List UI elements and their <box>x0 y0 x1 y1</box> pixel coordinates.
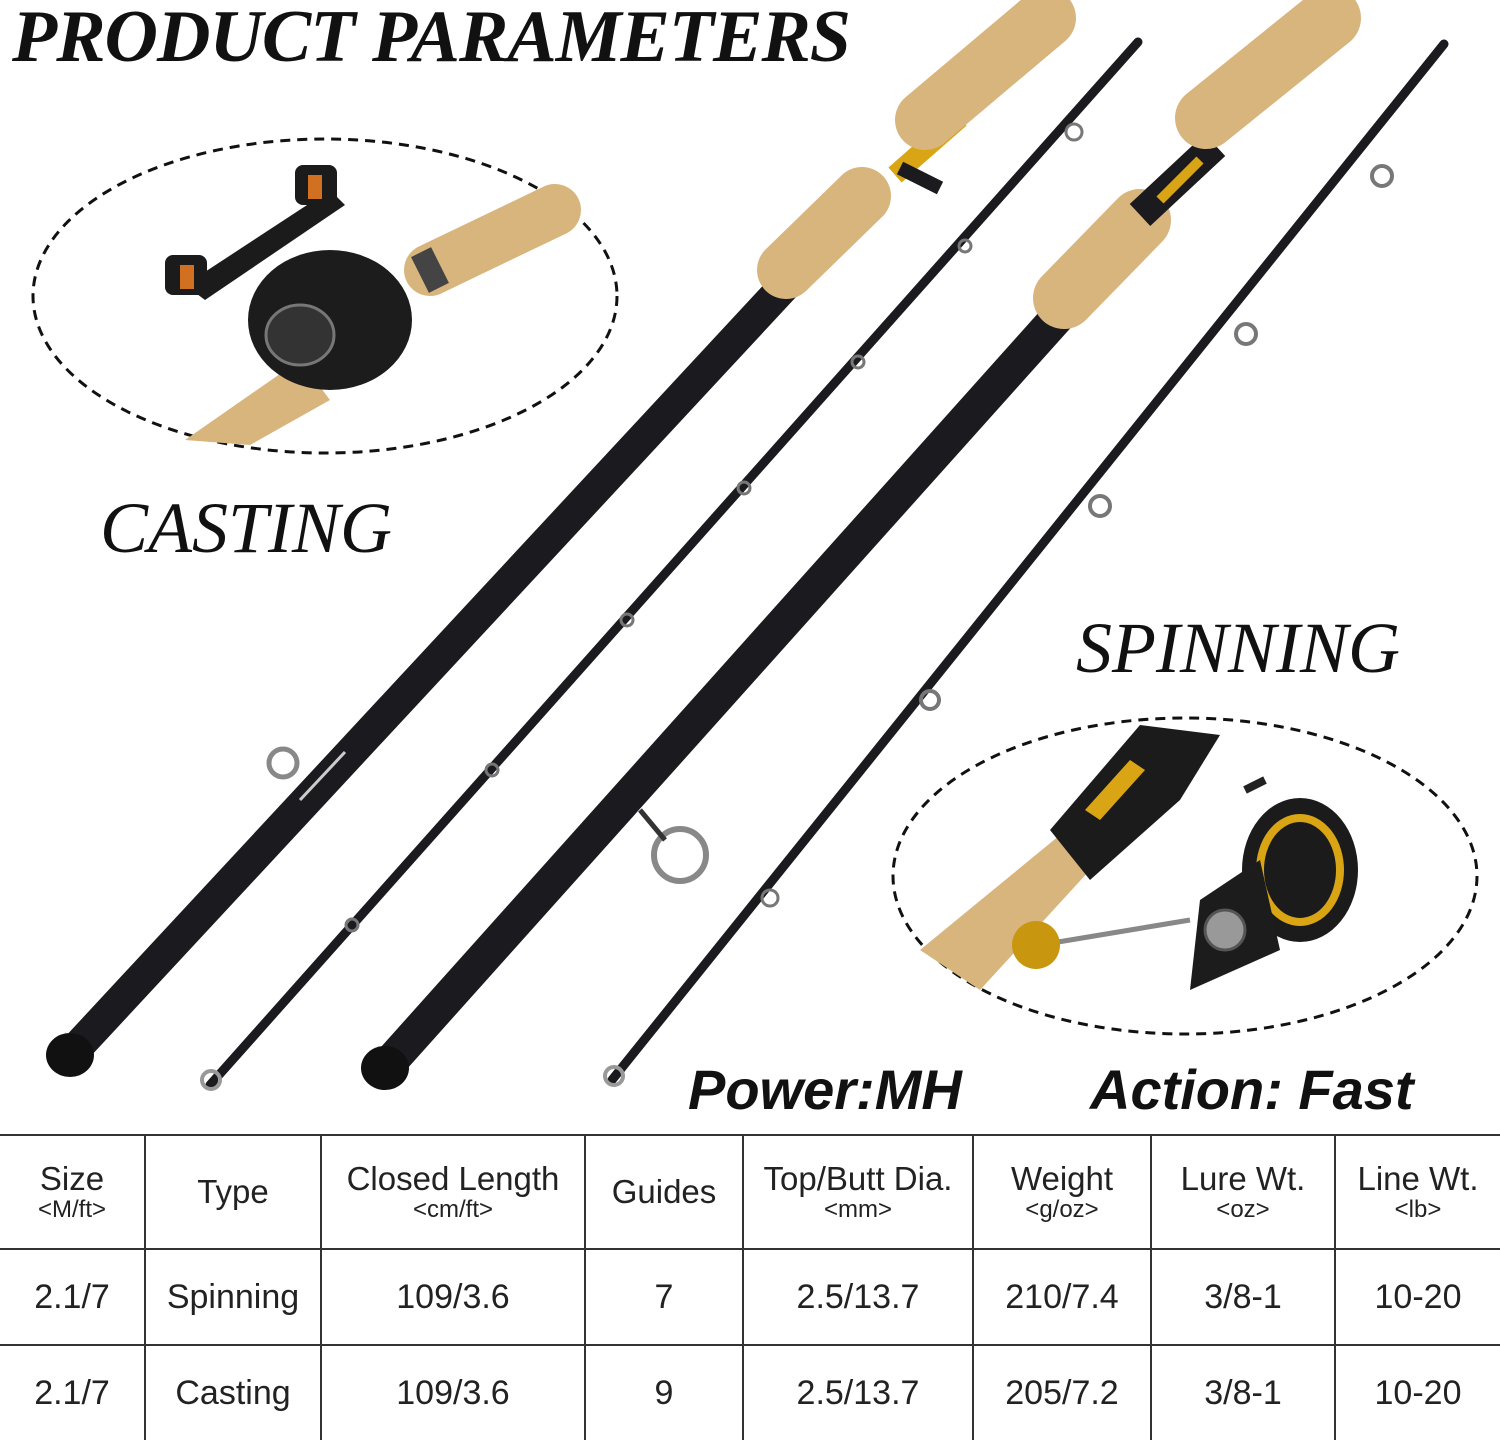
cell-line-wt: 10-20 <box>1334 1248 1500 1346</box>
cell-closed-length: 109/3.6 <box>320 1344 586 1440</box>
header-weight: Weight<g/oz> <box>972 1134 1152 1250</box>
power-label: Power:MH <box>688 1058 962 1121</box>
spinning-rod-tip <box>603 39 1449 1087</box>
casting-label: CASTING <box>100 488 393 568</box>
cell-closed-length: 109/3.6 <box>320 1248 586 1346</box>
cell-type: Casting <box>144 1344 322 1440</box>
product-illustration <box>31 0 1479 1091</box>
cell-lure-wt: 3/8-1 <box>1150 1344 1336 1440</box>
spinning-reel-inset <box>891 716 1479 1036</box>
spec-table: Size<M/ft> Type Closed Length<cm/ft> Gui… <box>0 1134 1500 1440</box>
header-lure-wt: Lure Wt.<oz> <box>1150 1134 1336 1250</box>
spinning-rod-butt <box>361 0 1361 1090</box>
cell-weight: 210/7.4 <box>972 1248 1152 1346</box>
cell-guides: 9 <box>584 1344 744 1440</box>
header-guides: Guides <box>584 1134 744 1250</box>
cell-line-wt: 10-20 <box>1334 1344 1500 1440</box>
cell-size: 2.1/7 <box>0 1344 146 1440</box>
casting-rod-tip <box>200 37 1143 1091</box>
cell-top-butt-dia: 2.5/13.7 <box>742 1248 974 1346</box>
page-title: PRODUCT PARAMETERS <box>12 0 851 78</box>
header-size: Size<M/ft> <box>0 1134 146 1250</box>
header-top-butt-dia: Top/Butt Dia.<mm> <box>742 1134 974 1250</box>
cell-top-butt-dia: 2.5/13.7 <box>742 1344 974 1440</box>
header-type: Type <box>144 1134 322 1250</box>
header-closed-length: Closed Length<cm/ft> <box>320 1134 586 1250</box>
cell-size: 2.1/7 <box>0 1248 146 1346</box>
cell-guides: 7 <box>584 1248 744 1346</box>
cell-weight: 205/7.2 <box>972 1344 1152 1440</box>
spinning-label: SPINNING <box>1076 608 1400 688</box>
table-header-row: Size<M/ft> Type Closed Length<cm/ft> Gui… <box>0 1134 1500 1250</box>
header-line-wt: Line Wt.<lb> <box>1334 1134 1500 1250</box>
cell-lure-wt: 3/8-1 <box>1150 1248 1336 1346</box>
table-row: 2.1/7 Casting 109/3.6 9 2.5/13.7 205/7.2… <box>0 1344 1500 1440</box>
casting-reel-inset <box>31 137 619 455</box>
cell-type: Spinning <box>144 1248 322 1346</box>
casting-rod-butt <box>46 0 1076 1077</box>
table-row: 2.1/7 Spinning 109/3.6 7 2.5/13.7 210/7.… <box>0 1248 1500 1346</box>
action-label: Action: Fast <box>1090 1058 1414 1121</box>
